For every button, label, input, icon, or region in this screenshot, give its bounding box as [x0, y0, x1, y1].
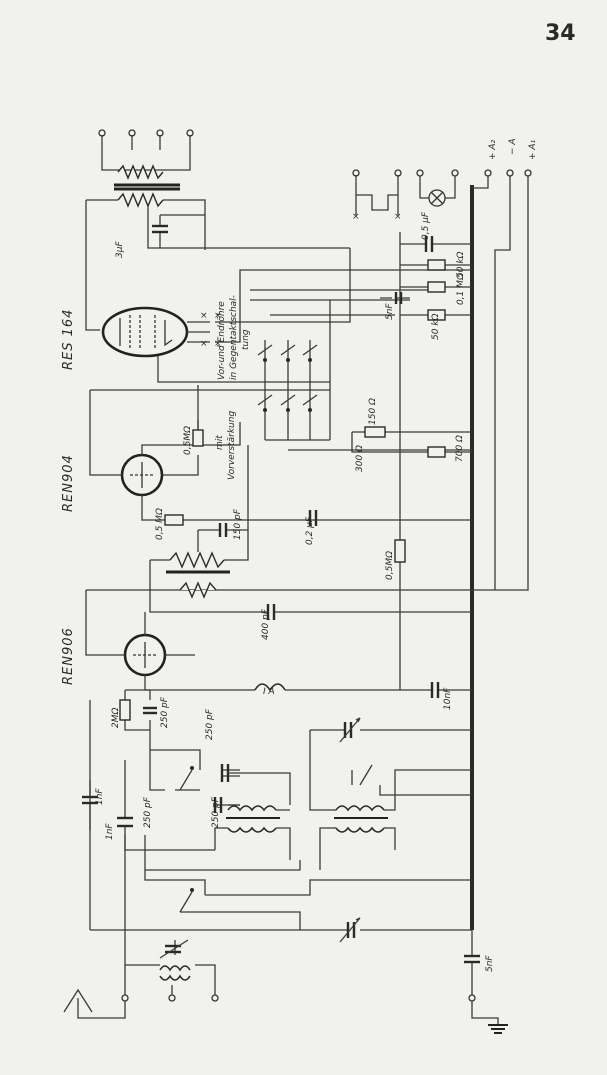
antenna-coupling: 1nF 1nF: [82, 760, 133, 930]
terminal-minus-a: − A: [508, 138, 518, 155]
tube-ren906: REN906: [61, 590, 195, 685]
detector-grid: 2MΩ 250 pF: [111, 689, 170, 731]
label-5nF-top: 5nF: [385, 303, 395, 320]
resistor-0-5M-right: [394, 539, 406, 563]
label-0-5uF: 0,5 μF: [421, 211, 431, 240]
earth-capacitor: 5nF: [464, 930, 495, 1002]
antenna-icon: [63, 988, 126, 1019]
tuning-section: 250 pF 250 pF 250 pF: [89, 700, 472, 943]
label-300-ohm: 300 Ω: [355, 445, 365, 472]
label-0-1M: 0,1 MΩ: [456, 273, 466, 305]
tube-label-ren906: REN906: [61, 627, 76, 685]
svg-text:×: ×: [352, 212, 360, 222]
tube-ren904: REN904: [61, 389, 330, 512]
label-250pF-b: 250 pF: [205, 708, 215, 740]
label-50k-b: 50 kΩ: [431, 313, 441, 340]
label-50k-a: 50 kΩ: [456, 251, 466, 278]
terminal-plus-a2: + A₂: [488, 139, 498, 160]
label-0-2uF: 0,2 μF: [305, 516, 315, 545]
label-0-5M-right: 0,5MΩ: [385, 551, 395, 580]
transformer-primary-winding: [117, 192, 164, 208]
label-150pF: 150 pF: [233, 508, 243, 540]
svg-text:×: ×: [200, 311, 208, 321]
output-transformer: [85, 129, 350, 331]
tube-res164: × × × × RES 164: [61, 306, 222, 370]
page-number: 34: [545, 21, 576, 46]
annotation-push-pull-3: tung: [241, 329, 251, 350]
svg-text:×: ×: [214, 339, 222, 349]
annotation-preamp-1: mit: [215, 435, 225, 450]
svg-text:×: ×: [214, 311, 222, 321]
tube-label-res164: RES 164: [61, 309, 76, 370]
label-250pF-c: 250 pF: [143, 796, 153, 828]
label-10nF: 10nF: [443, 687, 453, 710]
bias-resistors: 150 Ω 300 Ω 700 Ω: [351, 398, 472, 472]
capacitor-3uF: 3μF: [115, 214, 205, 258]
label-250pF-a: 250 pF: [160, 696, 170, 728]
annotation-push-pull-1: Vor-und Endröhre: [217, 301, 227, 380]
label-0-5M-b: 0,5 MΩ: [155, 508, 165, 540]
label-700-ohm: 700 Ω: [455, 435, 465, 462]
label-0-5M-grid: 0,5MΩ: [183, 426, 193, 455]
label-1nF-b: 1nF: [105, 823, 115, 840]
label-250pF-d: 250 pF: [211, 796, 221, 828]
terminal-plus-a1: + A₁: [528, 139, 538, 160]
interstage-network: 0,5 MΩ 150 pF 0,2 μF 400 pF: [141, 445, 472, 640]
label-3uF: 3μF: [115, 241, 125, 258]
svg-text:I A: I A: [263, 687, 275, 697]
svg-text:×: ×: [394, 212, 402, 222]
tube-label-ren904: REN904: [61, 454, 76, 512]
annotation-push-pull-2: in Gegentaktschal-: [229, 295, 239, 380]
antenna-coil: [121, 930, 219, 1002]
ground-icon: [471, 1001, 508, 1034]
label-2M: 2MΩ: [111, 708, 121, 728]
terminal-strip: × × + A₂ − A + A₁: [352, 138, 538, 222]
label-1nF-a: 1nF: [95, 788, 105, 805]
resistor-network: 0,5 μF 5nF 50 kΩ 0,1 MΩ 50 kΩ: [380, 211, 472, 340]
push-pull-annotation: Vor-und Endröhre in Gegentaktschal- tung: [217, 295, 251, 380]
transformer-secondary-winding: [117, 164, 164, 180]
hf-choke: I A 10nF: [144, 675, 472, 710]
label-5nF-bottom: 5nF: [485, 955, 495, 972]
svg-text:×: ×: [200, 339, 208, 349]
label-150-ohm: 150 Ω: [368, 398, 378, 425]
resistor-0-5M-grid: [192, 429, 204, 447]
label-400pF: 400 pF: [261, 608, 271, 640]
lamp-icon: [419, 176, 456, 207]
